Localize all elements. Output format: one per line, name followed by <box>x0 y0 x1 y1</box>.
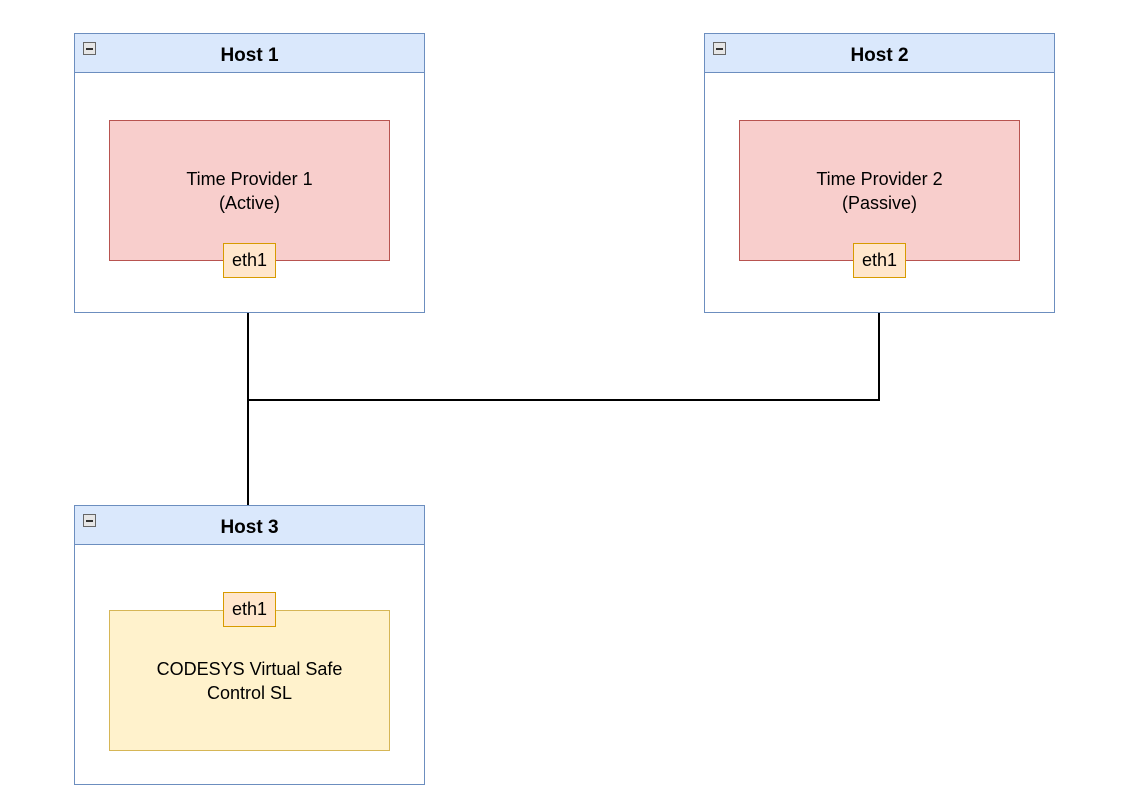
host-3-title: Host 3 <box>220 517 279 538</box>
time-provider-1[interactable]: Time Provider 1 (Active) <box>109 120 390 261</box>
host-2-title: Host 2 <box>850 45 909 66</box>
time-provider-2-label: Time Provider 2 (Passive) <box>816 168 943 213</box>
host-2-eth1-port[interactable]: eth1 <box>853 243 906 278</box>
host-1-container[interactable]: Host 1 Time Provider 1 (Active) eth1 <box>74 33 425 313</box>
time-provider-1-label: Time Provider 1 (Active) <box>186 168 313 213</box>
host-1-header[interactable]: Host 1 <box>75 34 424 73</box>
host-3-container[interactable]: Host 3 CODESYS Virtual Safe Control SL e… <box>74 505 425 785</box>
codesys-label: CODESYS Virtual Safe Control SL <box>156 658 343 703</box>
host-3-header[interactable]: Host 3 <box>75 506 424 545</box>
collapse-icon[interactable] <box>713 42 726 55</box>
host-2-container[interactable]: Host 2 Time Provider 2 (Passive) eth1 <box>704 33 1055 313</box>
time-provider-2[interactable]: Time Provider 2 (Passive) <box>739 120 1020 261</box>
host-1-title: Host 1 <box>220 45 279 66</box>
host-1-eth1-port[interactable]: eth1 <box>223 243 276 278</box>
host-2-header[interactable]: Host 2 <box>705 34 1054 73</box>
collapse-icon[interactable] <box>83 42 96 55</box>
host-3-eth1-port[interactable]: eth1 <box>223 592 276 627</box>
codesys-virtual-safe-control[interactable]: CODESYS Virtual Safe Control SL <box>109 610 390 751</box>
collapse-icon[interactable] <box>83 514 96 527</box>
